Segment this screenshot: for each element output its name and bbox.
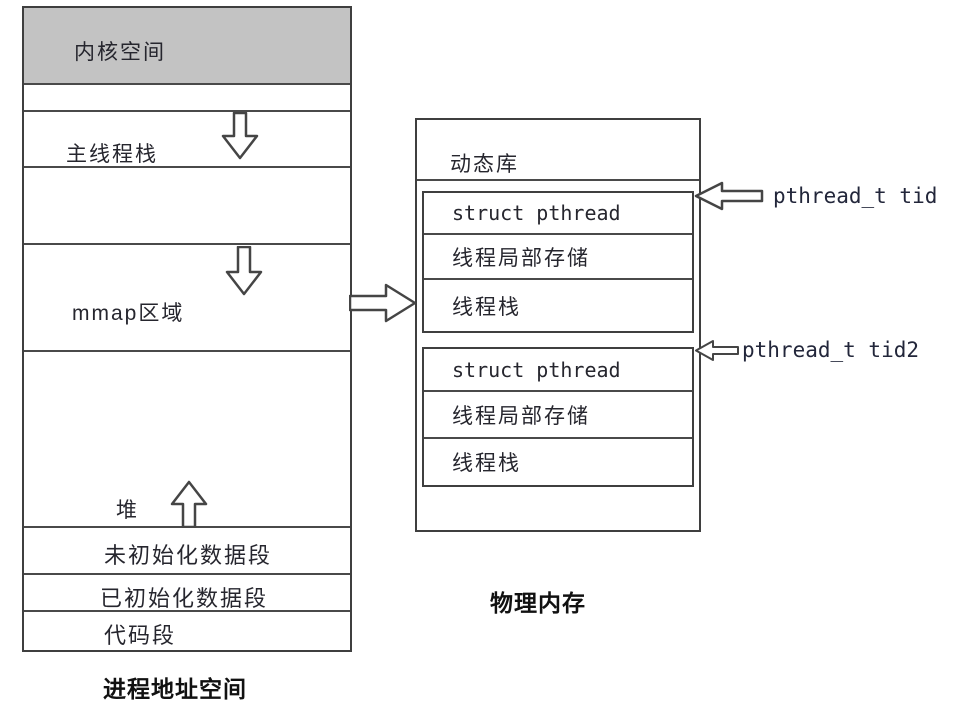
thread-local-storage-row: 线程局部存储 [424, 235, 692, 280]
tid2-pointer-arrow-icon [694, 339, 739, 362]
struct-pthread-row: struct pthread [424, 349, 692, 392]
segment-code: 代码段 [24, 612, 350, 650]
thread-stack-row: 线程栈 [452, 295, 521, 319]
heap-label: 堆 [116, 499, 139, 522]
pthread-tid2-label: pthread_t tid2 [742, 338, 920, 362]
mmap-to-memory-arrow-icon [349, 282, 417, 324]
segment-initialized-data: 已初始化数据段 [24, 575, 350, 612]
stack-grow-down-arrow-icon [220, 112, 260, 160]
initialized-data-label: 已初始化数据段 [100, 586, 269, 611]
segment-spacer-top [24, 85, 350, 112]
segment-uninitialized-data: 未初始化数据段 [24, 528, 350, 575]
segment-kernel-space: 内核空间 [24, 8, 350, 85]
uninitialized-data-label: 未初始化数据段 [104, 543, 273, 568]
kernel-space-label: 内核空间 [74, 41, 166, 64]
segment-main-thread-stack: 主线程栈 [24, 112, 350, 168]
dynamic-library-label: 动态库 [450, 153, 519, 176]
thread-block-tid2: struct pthread 线程局部存储 线程栈 [422, 347, 694, 487]
physical-memory-box: 动态库 struct pthread 线程局部存储 线程栈 struct pth… [415, 118, 701, 532]
pthread-tid-label: pthread_t tid [773, 184, 938, 208]
mmap-grow-down-arrow-icon [224, 246, 264, 296]
process-address-space-box: 内核空间 主线程栈 mmap区域 堆 未初始化数据段 已初始化数据段 代码段 [22, 6, 352, 652]
dynamic-library-section: 动态库 [417, 120, 699, 181]
process-address-space-caption: 进程地址空间 [103, 676, 247, 702]
mmap-region-label: mmap区域 [72, 302, 185, 325]
thread-block-tid: struct pthread 线程局部存储 线程栈 [422, 191, 694, 333]
physical-memory-caption: 物理内存 [490, 590, 586, 616]
code-segment-label: 代码段 [104, 623, 177, 648]
tid-pointer-arrow-icon [694, 181, 764, 211]
thread-stack-row: 线程栈 [452, 452, 521, 475]
struct-pthread-row: struct pthread [424, 193, 692, 235]
segment-empty-gap [24, 168, 350, 245]
heap-grow-up-arrow-icon [169, 480, 209, 528]
main-thread-stack-label: 主线程栈 [66, 143, 158, 166]
segment-mmap-region: mmap区域 [24, 245, 350, 352]
thread-local-storage-row: 线程局部存储 [424, 392, 692, 439]
